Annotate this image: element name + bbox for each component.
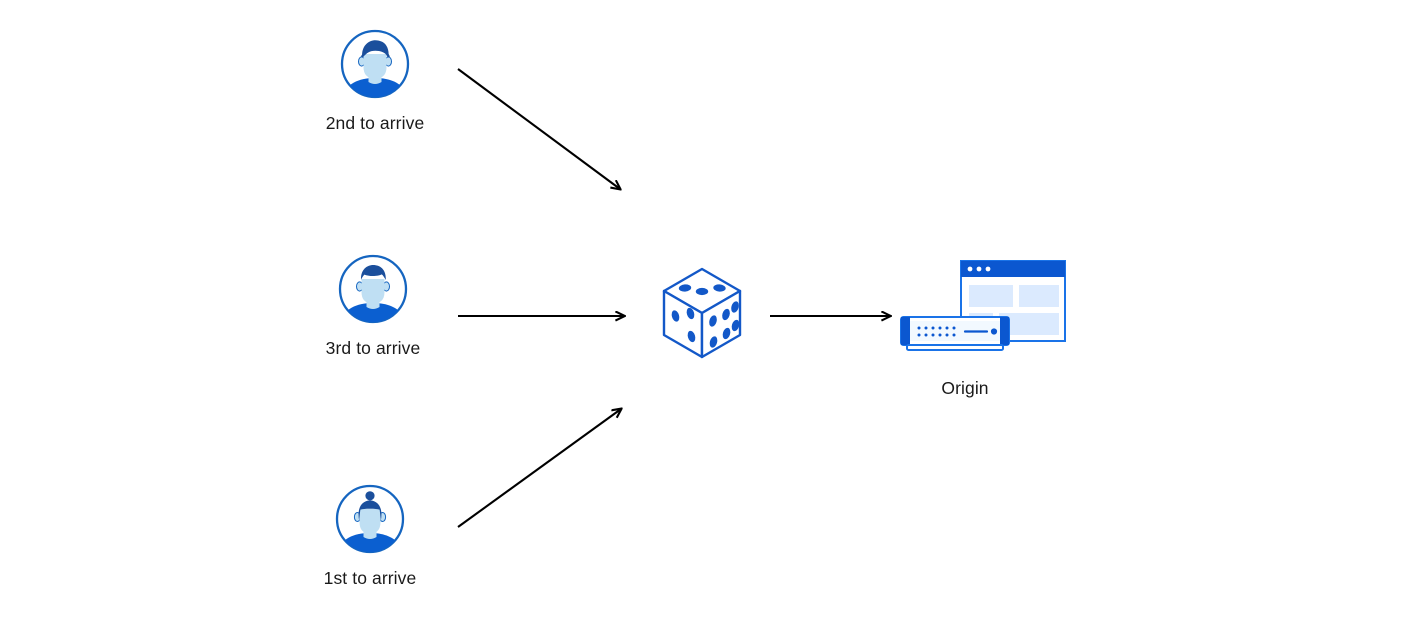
node-origin[interactable]: Origin (865, 255, 1066, 399)
browser-window-icon (960, 260, 1066, 342)
user-avatar-icon (334, 483, 406, 555)
node-randomizer[interactable] (642, 263, 762, 363)
arrow-1st-to-dice (457, 409, 621, 528)
user-avatar-icon (337, 253, 409, 325)
node-label-origin: Origin (941, 378, 989, 398)
arrow-2nd-to-dice (457, 68, 620, 189)
user-avatar-icon (339, 28, 411, 100)
node-label-client-3rd: 3rd to arrive (325, 338, 421, 358)
node-client-1st[interactable]: 1st to arrive (300, 483, 440, 589)
dice-icon (654, 263, 750, 363)
origin-server-icon (895, 255, 1066, 365)
node-client-3rd[interactable]: 3rd to arrive (303, 253, 443, 359)
node-client-2nd[interactable]: 2nd to arrive (305, 28, 445, 134)
node-label-client-2nd: 2nd to arrive (325, 113, 425, 133)
server-device-icon (900, 316, 1010, 351)
node-label-client-1st: 1st to arrive (323, 568, 417, 588)
